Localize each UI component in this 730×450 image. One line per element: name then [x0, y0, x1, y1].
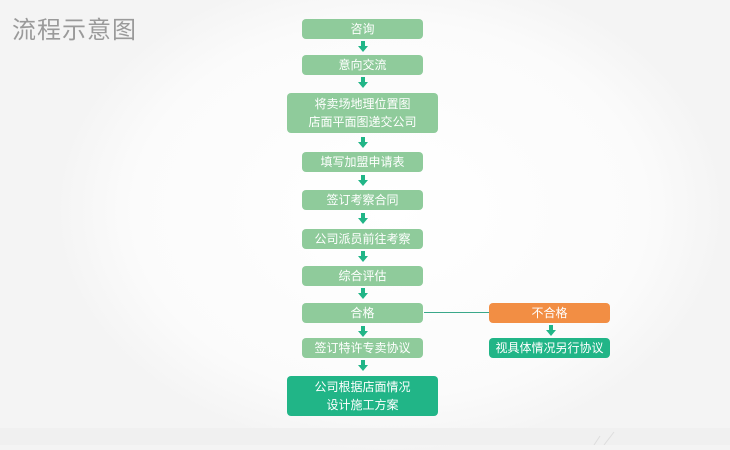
step-submit-plans: 将卖场地理位置图 店面平面图递交公司 — [287, 93, 438, 133]
step-evaluation: 综合评估 — [302, 266, 423, 286]
arrow-down-icon — [358, 288, 368, 299]
arrow-down-icon — [358, 137, 368, 148]
arrow-down-icon — [546, 325, 556, 336]
step-intention: 意向交流 — [302, 55, 423, 75]
step-construction-plan: 公司根据店面情况 设计施工方案 — [287, 376, 438, 416]
arrow-down-icon — [358, 251, 368, 262]
branch-connector — [424, 312, 489, 313]
step-other-agreement: 视具体情况另行协议 — [489, 338, 610, 358]
footer-strip — [0, 428, 730, 445]
step-qualified: 合格 — [302, 303, 423, 323]
step-franchise-agreement: 签订特许专卖协议 — [302, 338, 423, 358]
arrow-down-icon — [358, 213, 368, 224]
step-consult: 咨询 — [302, 19, 423, 39]
arrow-down-icon — [358, 41, 368, 52]
background-glow — [60, 0, 720, 450]
page-title: 流程示意图 — [12, 17, 137, 44]
step-not-qualified: 不合格 — [489, 303, 610, 323]
arrow-down-icon — [358, 360, 368, 371]
step-site-visit: 公司派员前往考察 — [302, 229, 423, 249]
corner-decoration-icon — [593, 431, 615, 445]
step-inspection-contract: 签订考察合同 — [302, 190, 423, 210]
arrow-down-icon — [358, 77, 368, 88]
arrow-down-icon — [358, 175, 368, 186]
step-application: 填写加盟申请表 — [302, 152, 423, 172]
arrow-down-icon — [358, 326, 368, 337]
